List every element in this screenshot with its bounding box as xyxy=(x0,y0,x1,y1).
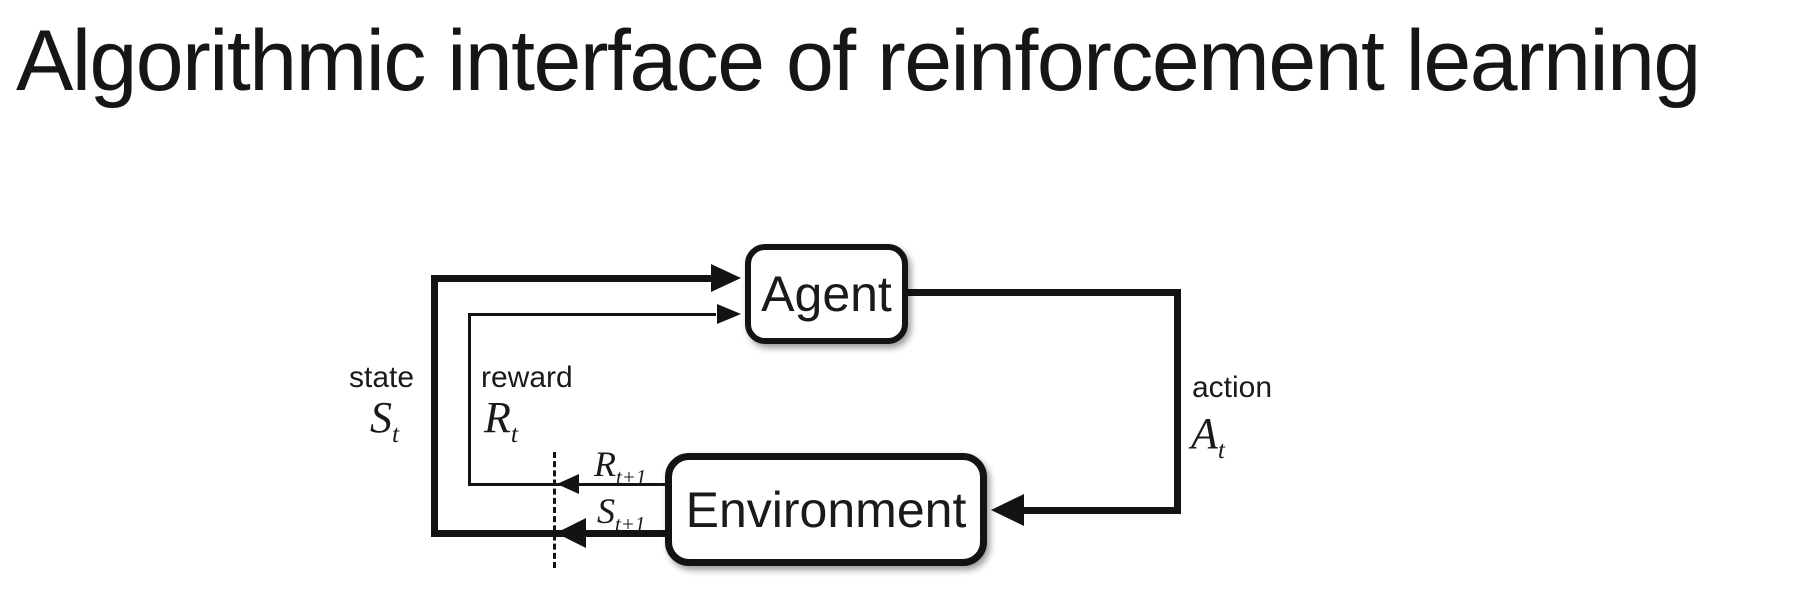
next-reward-arrowhead-icon xyxy=(557,474,579,494)
state-symbol-sub: t xyxy=(392,418,400,448)
state-line-bottom xyxy=(431,530,666,537)
next-state-symbol-base: S xyxy=(597,491,615,531)
next-reward-symbol-base: R xyxy=(594,444,616,484)
reward-word-label: reward xyxy=(481,361,573,394)
reward-symbol: Rt xyxy=(484,393,518,447)
next-reward-symbol-sub: t+1 xyxy=(616,465,647,490)
state-word-label: state xyxy=(349,361,415,394)
reward-symbol-base: R xyxy=(484,393,511,442)
agent-node: Agent xyxy=(745,244,908,344)
action-arrowhead-into-environment-icon xyxy=(991,494,1024,526)
environment-node: Environment xyxy=(665,453,987,566)
reward-line-left xyxy=(468,313,471,485)
state-line-top xyxy=(431,275,713,282)
state-arrowhead-into-agent-icon xyxy=(711,264,741,292)
action-symbol-sub: t xyxy=(1217,434,1225,464)
state-symbol-base: S xyxy=(370,393,392,442)
state-symbol: St xyxy=(370,393,399,447)
action-line-top xyxy=(908,289,1181,296)
action-line-right xyxy=(1174,289,1181,514)
next-reward-symbol: Rt+1 xyxy=(594,444,646,488)
action-word-label: action xyxy=(1192,371,1273,404)
agent-label: Agent xyxy=(761,266,892,322)
next-state-symbol-sub: t+1 xyxy=(615,512,646,537)
reward-arrowhead-into-agent-icon xyxy=(717,304,741,324)
action-line-bottom xyxy=(1023,507,1181,514)
action-symbol: At xyxy=(1191,409,1225,463)
action-symbol-base: A xyxy=(1191,409,1218,458)
reward-symbol-sub: t xyxy=(510,418,518,448)
environment-label: Environment xyxy=(685,481,967,538)
time-step-divider xyxy=(553,452,556,568)
reward-line-top xyxy=(468,313,716,316)
state-line-left xyxy=(431,275,438,537)
slide-title: Algorithmic interface of reinforcement l… xyxy=(16,13,1701,109)
next-state-arrowhead-icon xyxy=(556,518,586,548)
next-state-symbol: St+1 xyxy=(597,491,645,535)
